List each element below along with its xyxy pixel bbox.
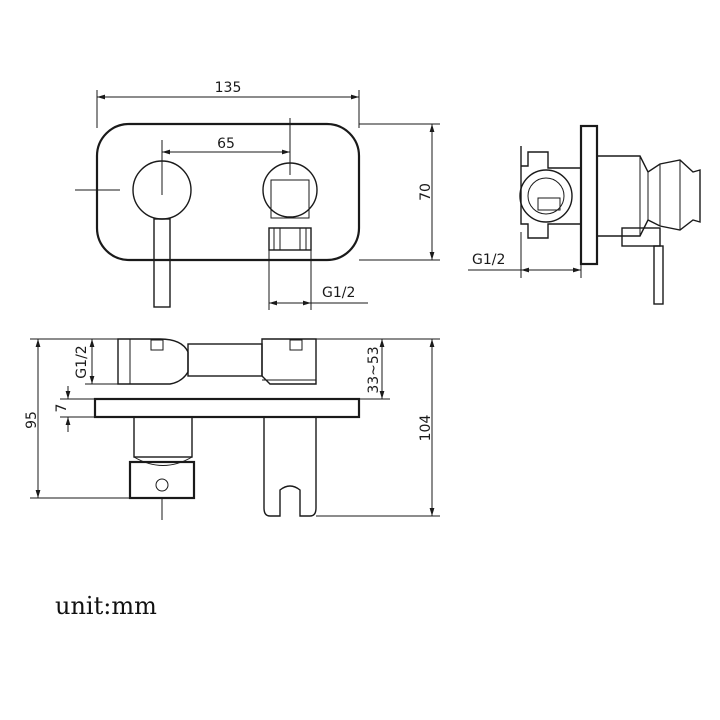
bottom-valve-cap: [128, 460, 196, 500]
side-lever-tip: [621, 227, 661, 247]
side-lever: [653, 245, 664, 305]
dim-g12-bottom-label: G1/2: [74, 345, 90, 378]
side-plate: [579, 124, 599, 266]
side-outlet-ring: [519, 169, 573, 223]
dim-33-53-label: 33~53: [366, 346, 382, 393]
front-plate: [95, 122, 361, 262]
bottom-valve-screw: [155, 478, 169, 492]
dim-7-label: 7: [54, 404, 70, 413]
bottom-view: 95 G1/2 7 33~53 104: [24, 338, 440, 520]
bottom-valve-body: [133, 416, 193, 458]
outlet-connector: [268, 227, 312, 251]
side-valve-body: [597, 155, 701, 237]
bottom-holder: [263, 417, 317, 517]
side-holder-body: [520, 146, 582, 239]
bottom-plate: [93, 397, 361, 419]
outlet-inner: [270, 179, 310, 219]
dim-65-label: 65: [217, 136, 235, 152]
side-view: G1/2: [468, 124, 701, 305]
dim-g12-side-label: G1/2: [472, 252, 505, 268]
front-view: 135 65 70 G1/2: [75, 80, 440, 310]
dim-104-label: 104: [418, 415, 434, 442]
unit-label: unit:mm: [55, 592, 157, 620]
bottom-connector: [187, 343, 263, 377]
bottom-inlet: [117, 338, 189, 385]
dim-95-label: 95: [24, 411, 40, 429]
dim-g12-front-label: G1/2: [322, 285, 355, 301]
dim-135-label: 135: [215, 80, 242, 96]
dim-70-label: 70: [418, 183, 434, 201]
handle-lever: [153, 218, 171, 308]
bottom-outlet: [261, 338, 317, 385]
